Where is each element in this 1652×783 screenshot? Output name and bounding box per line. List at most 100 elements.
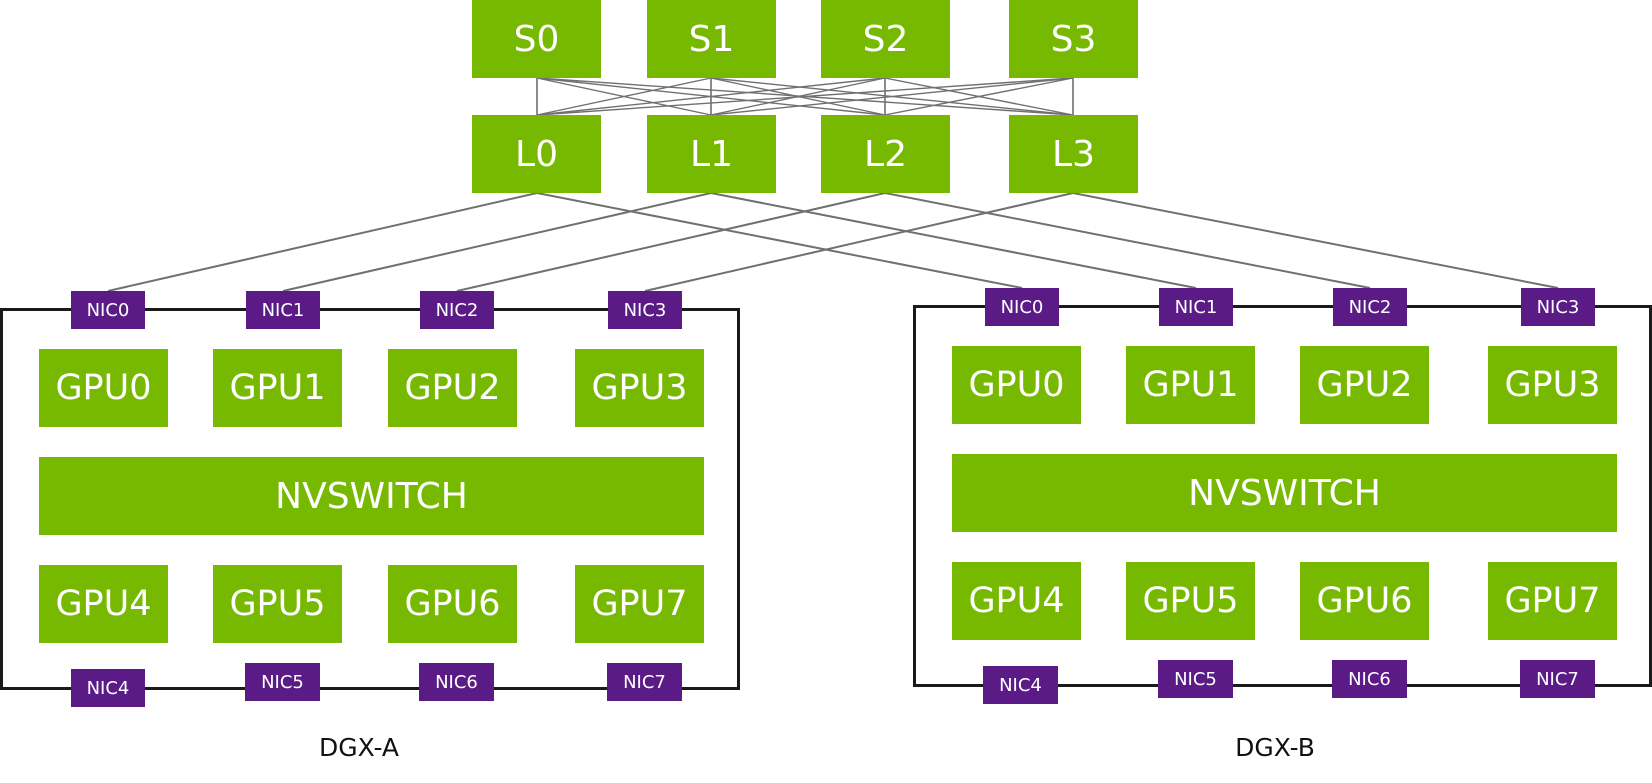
spine-switch-s3: S3 — [1009, 0, 1138, 78]
gpu-label: GPU6 — [1316, 581, 1413, 621]
gpu-label: GPU5 — [229, 584, 326, 624]
gpu-label: GPU1 — [1142, 365, 1239, 405]
dgx-a-nic6: NIC6 — [419, 663, 494, 701]
gpu-label: GPU5 — [1142, 581, 1239, 621]
nic-label: NIC2 — [1348, 296, 1392, 318]
dgx-b-nic3: NIC3 — [1521, 288, 1595, 326]
dgx-b-nic0: NIC0 — [985, 288, 1059, 326]
leaf-nic-link — [644, 192, 1074, 292]
dgx-b-nic2: NIC2 — [1333, 288, 1407, 326]
nic-label: NIC1 — [1174, 296, 1218, 318]
leaf-nic-link — [884, 192, 1371, 289]
dgx-b-gpu7: GPU7 — [1488, 562, 1617, 640]
nic-label: NIC5 — [1174, 668, 1217, 690]
leaf-label: L1 — [690, 133, 733, 175]
dgx-a-label: DGX-A — [318, 733, 400, 762]
dgx-b-nic4: NIC4 — [983, 666, 1058, 704]
nic-label: NIC6 — [435, 671, 478, 693]
nvswitch-label: NVSWITCH — [1188, 472, 1381, 514]
leaf-nic-link — [282, 192, 712, 292]
dgx-a-gpu4: GPU4 — [39, 565, 168, 643]
leaf-nic-link — [536, 192, 1023, 289]
gpu-label: GPU4 — [55, 584, 152, 624]
gpu-label: GPU0 — [968, 365, 1065, 405]
dgx-a-gpu0: GPU0 — [39, 349, 168, 427]
nic-label: NIC4 — [999, 674, 1042, 696]
dgx-b-gpu4: GPU4 — [952, 562, 1081, 640]
nic-label: NIC7 — [1536, 668, 1579, 690]
nic-label: NIC1 — [261, 299, 305, 321]
gpu-label: GPU3 — [591, 368, 688, 408]
dgx-a-nic0: NIC0 — [71, 291, 145, 329]
spine-leaf-link — [884, 77, 1074, 116]
spine-label: S2 — [862, 18, 909, 60]
nic-label: NIC7 — [623, 671, 666, 693]
dgx-b-gpu5: GPU5 — [1126, 562, 1255, 640]
leaf-switch-l0: L0 — [472, 115, 601, 193]
dgx-b-chassis — [913, 305, 1652, 687]
dgx-b-gpu3: GPU3 — [1488, 346, 1617, 424]
leaf-nic-link — [710, 192, 1197, 289]
spine-leaf-link — [536, 77, 886, 116]
nic-label: NIC0 — [1000, 296, 1044, 318]
dgx-a-nic1: NIC1 — [246, 291, 320, 329]
leaf-switch-l3: L3 — [1009, 115, 1138, 193]
dgx-a-gpu6: GPU6 — [388, 565, 517, 643]
dgx-b-nic5: NIC5 — [1158, 660, 1233, 698]
leaf-switch-l2: L2 — [821, 115, 950, 193]
leaf-label: L2 — [864, 133, 907, 175]
leaf-switch-l1: L1 — [647, 115, 776, 193]
gpu-label: GPU7 — [1504, 581, 1601, 621]
spine-label: S0 — [513, 18, 560, 60]
leaf-nic-link — [107, 192, 538, 292]
gpu-label: GPU2 — [404, 368, 501, 408]
dgx-b-nic1: NIC1 — [1159, 288, 1233, 326]
leaf-label: L0 — [515, 133, 558, 175]
dgx-a-nic4: NIC4 — [71, 669, 145, 707]
dgx-b-label: DGX-B — [1235, 733, 1315, 762]
nic-label: NIC3 — [1536, 296, 1580, 318]
nic-label: NIC4 — [86, 677, 130, 699]
spine-leaf-link — [536, 77, 712, 116]
gpu-label: GPU7 — [591, 584, 688, 624]
gpu-label: GPU0 — [55, 368, 152, 408]
dgx-b-gpu2: GPU2 — [1300, 346, 1429, 424]
spine-switch-s2: S2 — [821, 0, 950, 78]
spine-switch-s1: S1 — [647, 0, 776, 78]
dgx-a-gpu3: GPU3 — [575, 349, 704, 427]
dgx-a-gpu5: GPU5 — [213, 565, 342, 643]
gpu-label: GPU6 — [404, 584, 501, 624]
dgx-a-gpu2: GPU2 — [388, 349, 517, 427]
dgx-b-gpu0: GPU0 — [952, 346, 1081, 424]
leaf-label: L3 — [1052, 133, 1095, 175]
dgx-a-nic7: NIC7 — [607, 663, 682, 701]
dgx-a-nic5: NIC5 — [245, 663, 320, 701]
dgx-b-gpu6: GPU6 — [1300, 562, 1429, 640]
nic-label: NIC0 — [86, 299, 130, 321]
spine-label: S3 — [1050, 18, 1097, 60]
leaf-nic-link — [1072, 192, 1559, 289]
nic-label: NIC6 — [1348, 668, 1391, 690]
spine-label: S1 — [688, 18, 735, 60]
dgx-b-nic6: NIC6 — [1332, 660, 1407, 698]
gpu-label: GPU1 — [229, 368, 326, 408]
gpu-label: GPU3 — [1504, 365, 1601, 405]
spine-leaf-link — [536, 77, 1074, 116]
nic-label: NIC5 — [261, 671, 304, 693]
dgx-b-nic7: NIC7 — [1520, 660, 1595, 698]
spine-leaf-link — [710, 77, 1074, 116]
dgx-a-nic2: NIC2 — [420, 291, 494, 329]
dgx-b-nvswitch: NVSWITCH — [952, 454, 1617, 532]
nic-label: NIC2 — [435, 299, 479, 321]
dgx-b-gpu1: GPU1 — [1126, 346, 1255, 424]
nvswitch-label: NVSWITCH — [275, 475, 468, 517]
gpu-label: GPU4 — [968, 581, 1065, 621]
leaf-nic-link — [456, 192, 886, 292]
nic-label: NIC3 — [623, 299, 667, 321]
gpu-label: GPU2 — [1316, 365, 1413, 405]
dgx-a-gpu1: GPU1 — [213, 349, 342, 427]
dgx-a-nic3: NIC3 — [608, 291, 682, 329]
dgx-a-chassis — [0, 308, 740, 690]
dgx-a-gpu7: GPU7 — [575, 565, 704, 643]
